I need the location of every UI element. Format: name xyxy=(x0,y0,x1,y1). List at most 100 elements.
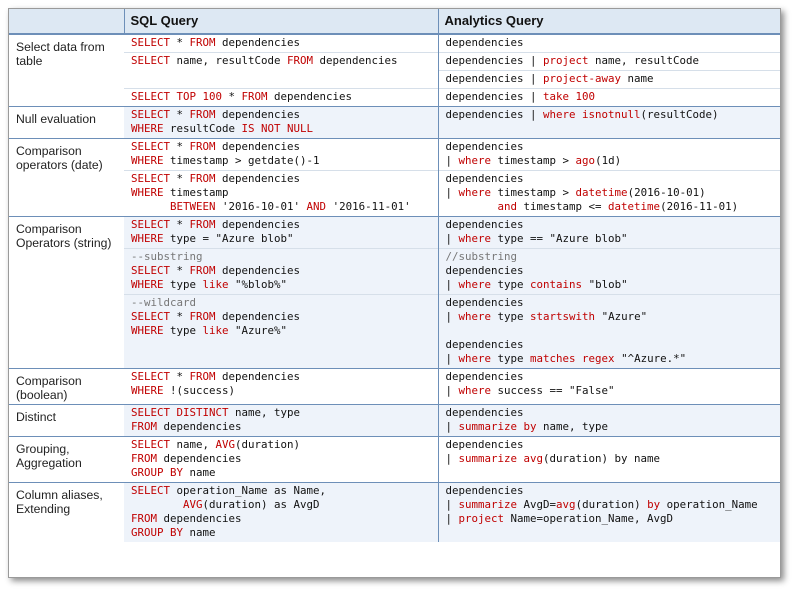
code-token: | xyxy=(445,352,459,365)
sql-query-cell: SELECT name, resultCode FROM dependencie… xyxy=(124,52,438,89)
code-token: Name=operation_Name, AvgD xyxy=(504,512,674,525)
code-token: (resultCode) xyxy=(640,108,719,121)
code-token: operation_Name as Name, xyxy=(170,484,327,497)
keyword-token: FROM xyxy=(131,420,158,433)
keyword-token: SELECT xyxy=(131,172,171,185)
keyword-token: where xyxy=(458,186,492,199)
keyword-token: summarize xyxy=(458,498,518,511)
analytics-query-cell: dependencies | where type == "Azure blob… xyxy=(437,216,780,249)
sql-query-cell: --substring SELECT * FROM dependencies W… xyxy=(124,248,438,295)
code-token: name xyxy=(183,526,216,539)
keyword-token: FROM xyxy=(189,140,216,153)
keyword-token: project xyxy=(458,512,505,525)
code-token: (1d) xyxy=(595,154,622,167)
keyword-token: where xyxy=(458,310,492,323)
keyword-token: GROUP BY xyxy=(131,466,184,479)
code-token: * xyxy=(170,140,190,153)
sql-query-cell: --wildcard SELECT * FROM dependencies WH… xyxy=(124,294,438,369)
code-token: | xyxy=(445,278,459,291)
sql-query-cell: SELECT TOP 100 * FROM dependencies xyxy=(124,88,438,107)
keyword-token: FROM xyxy=(189,108,216,121)
keyword-token: GROUP BY xyxy=(131,526,184,539)
code-token: dependencies xyxy=(445,296,524,309)
keyword-token: FROM xyxy=(189,264,216,277)
row-category-label: Select data from table xyxy=(9,33,124,107)
code-token: dependencies xyxy=(445,264,524,277)
code-token: "Azure%" xyxy=(228,324,288,337)
keyword-token: WHERE xyxy=(131,154,164,167)
code-token: dependencies xyxy=(215,218,301,231)
keyword-token: WHERE xyxy=(131,186,164,199)
code-token: name, type xyxy=(228,406,301,419)
code-token: name, resultCode xyxy=(170,54,288,67)
code-token: dependencies xyxy=(215,108,301,121)
code-token: * xyxy=(170,36,190,49)
code-token: * xyxy=(170,172,190,185)
code-token: dependencies xyxy=(445,406,524,419)
keyword-token: WHERE xyxy=(131,384,164,397)
code-token: dependencies xyxy=(215,172,301,185)
keyword-token: where xyxy=(458,384,492,397)
keyword-token: datetime xyxy=(608,200,661,213)
code-token: dependencies xyxy=(445,172,524,185)
row-category-label: Distinct xyxy=(9,404,124,437)
code-token: (2016-11-01) xyxy=(660,200,739,213)
row-category-label: Grouping, Aggregation xyxy=(9,436,124,483)
code-token: type = "Azure blob" xyxy=(163,232,294,245)
sql-query-cell: SELECT * FROM dependencies xyxy=(124,33,438,53)
comparison-table-sheet: SQL Query Analytics Query Select data fr… xyxy=(8,8,781,578)
code-token: dependencies xyxy=(445,72,531,85)
code-token: dependencies xyxy=(157,420,242,433)
table-row: --substring SELECT * FROM dependencies W… xyxy=(9,248,780,295)
keyword-token: where isnotnull xyxy=(543,108,641,121)
sql-query-cell: SELECT DISTINCT name, type FROM dependen… xyxy=(124,404,438,437)
code-token: | xyxy=(445,512,459,525)
analytics-query-cell: dependencies | where success == "False" xyxy=(437,368,780,405)
code-token: dependencies xyxy=(215,370,301,383)
code-token: (duration) xyxy=(235,438,301,451)
comment-token: --wildcard xyxy=(131,296,197,309)
code-token: type xyxy=(163,278,203,291)
keyword-token: WHERE xyxy=(131,324,164,337)
code-token: dependencies xyxy=(215,36,301,49)
code-token: dependencies xyxy=(313,54,398,67)
analytics-query-cell: //substring dependencies | where type co… xyxy=(437,248,780,295)
code-token: dependencies xyxy=(215,140,301,153)
keyword-token: project-away xyxy=(543,72,622,85)
sql-query-header: SQL Query xyxy=(123,9,438,35)
code-token: | xyxy=(445,384,459,397)
analytics-query-cell: dependencies | where type startswith "Az… xyxy=(437,294,780,369)
code-token: | xyxy=(530,90,544,103)
torn-edge xyxy=(9,568,780,577)
keyword-token: take 100 xyxy=(543,90,596,103)
code-token: name, resultCode xyxy=(588,54,700,67)
keyword-token: where xyxy=(458,154,492,167)
code-token: dependencies xyxy=(445,370,524,383)
comment-token: //substring xyxy=(445,250,518,263)
keyword-token: AVG xyxy=(215,438,236,451)
analytics-query-cell: dependencies | summarize avg(duration) b… xyxy=(437,436,780,483)
keyword-token: SELECT xyxy=(131,218,171,231)
comment-token: --substring xyxy=(131,250,203,263)
code-token: dependencies xyxy=(157,512,242,525)
code-token xyxy=(131,498,183,511)
keyword-token: where xyxy=(458,232,492,245)
keyword-token: SELECT xyxy=(131,140,171,153)
code-token: type xyxy=(491,352,531,365)
row-category-label: Comparison Operators (string) xyxy=(9,216,124,369)
keyword-token: SELECT xyxy=(131,438,171,451)
code-token: | xyxy=(445,310,459,323)
sql-query-cell: SELECT * FROM dependencies WHERE resultC… xyxy=(124,106,438,139)
code-token: dependencies xyxy=(215,264,301,277)
keyword-token: like xyxy=(202,324,229,337)
keyword-token: FROM xyxy=(131,452,158,465)
keyword-token: BETWEEN xyxy=(170,200,216,213)
keyword-token: FROM xyxy=(189,370,216,383)
code-token: dependencies xyxy=(445,484,524,497)
code-token: timestamp <= xyxy=(517,200,609,213)
code-token: dependencies xyxy=(445,36,524,49)
code-token: dependencies xyxy=(267,90,353,103)
code-token: | xyxy=(445,420,459,433)
keyword-token: avg xyxy=(556,498,576,511)
